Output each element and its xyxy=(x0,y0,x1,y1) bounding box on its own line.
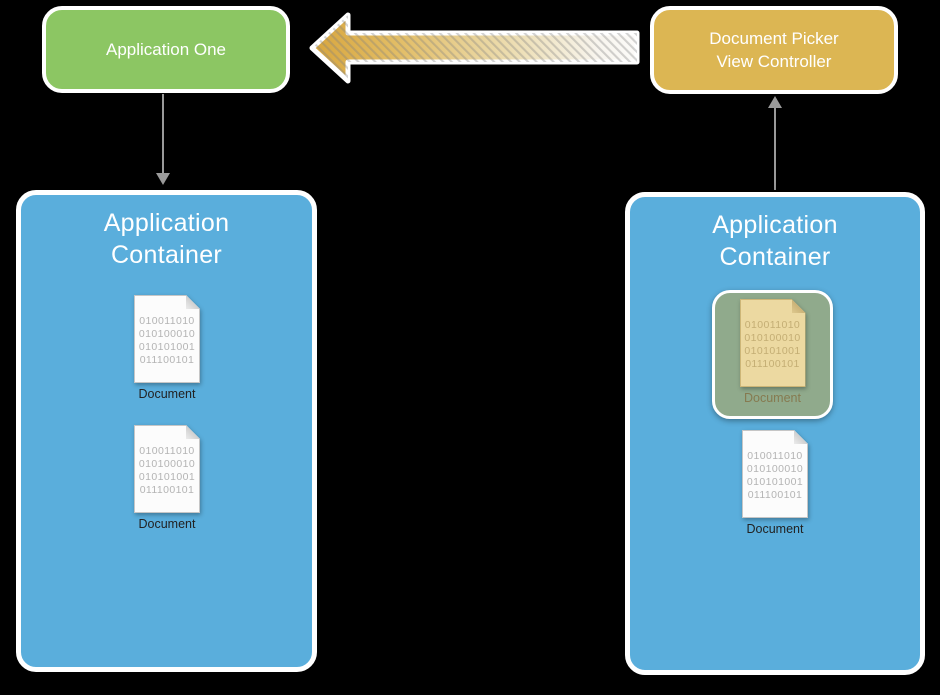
node-application-one-label: Application One xyxy=(105,40,227,59)
container-left-title: Application Container xyxy=(21,207,312,271)
container-right-title-line2: Container xyxy=(719,243,831,271)
arrow-up-icon xyxy=(768,96,782,108)
document-label: Document xyxy=(744,391,801,405)
page-fold-icon xyxy=(186,295,200,309)
document-icon: 010011010 010100010 010101001 011100101 … xyxy=(732,430,818,536)
document-icon: 010011010 010100010 010101001 011100101 … xyxy=(124,425,210,531)
document-page-wrap: 010011010 010100010 010101001 011100101 xyxy=(134,295,200,383)
binary-text: 010011010 010100010 010101001 011100101 xyxy=(746,450,804,501)
binary-text: 010011010 010100010 010101001 011100101 xyxy=(744,319,801,370)
container-right-title: Application Container xyxy=(630,209,920,273)
binary-text: 010011010 010100010 010101001 011100101 xyxy=(138,315,196,366)
node-picker-label-line1: Document Picker xyxy=(709,29,839,48)
connector-line-app-to-container xyxy=(162,94,164,174)
document-page-wrap: 010011010 010100010 010101001 011100101 xyxy=(134,425,200,513)
connector-line-container-to-picker xyxy=(774,107,776,190)
selected-document-icon: 010011010 010100010 010101001 011100101 … xyxy=(730,299,816,405)
node-application-one: Application One xyxy=(42,6,290,93)
document-label: Document xyxy=(138,517,196,531)
binary-text: 010011010 010100010 010101001 011100101 xyxy=(138,445,196,496)
node-document-picker-view-controller: Document Picker View Controller xyxy=(650,6,898,94)
page-fold-icon xyxy=(794,430,808,444)
document-icon: 010011010 010100010 010101001 011100101 … xyxy=(124,295,210,401)
arrow-down-icon xyxy=(156,173,170,185)
document-page: 010011010 010100010 010101001 011100101 xyxy=(134,295,200,383)
document-page: 010011010 010100010 010101001 011100101 xyxy=(742,430,808,518)
document-page: 010011010 010100010 010101001 011100101 xyxy=(134,425,200,513)
container-left-title-line2: Container xyxy=(110,241,223,269)
application-container-left: Application Container 010011010 01010001… xyxy=(16,190,317,672)
page-fold-icon xyxy=(792,299,806,313)
container-left-title-line1: Application xyxy=(103,209,230,237)
document-label: Document xyxy=(138,387,196,401)
container-right-title-line1: Application xyxy=(712,211,838,239)
application-container-right: Application Container 010011010 01010001… xyxy=(625,192,925,675)
document-label: Document xyxy=(746,522,804,536)
node-picker-label-line2: View Controller xyxy=(716,52,832,71)
page-fold-icon xyxy=(186,425,200,439)
document-page: 010011010 010100010 010101001 011100101 xyxy=(740,299,806,387)
document-page-wrap: 010011010 010100010 010101001 011100101 xyxy=(740,299,806,387)
document-page-wrap: 010011010 010100010 010101001 011100101 xyxy=(742,430,808,518)
selected-document-highlight: 010011010 010100010 010101001 011100101 … xyxy=(712,290,833,419)
transfer-arrow-icon xyxy=(309,12,640,84)
